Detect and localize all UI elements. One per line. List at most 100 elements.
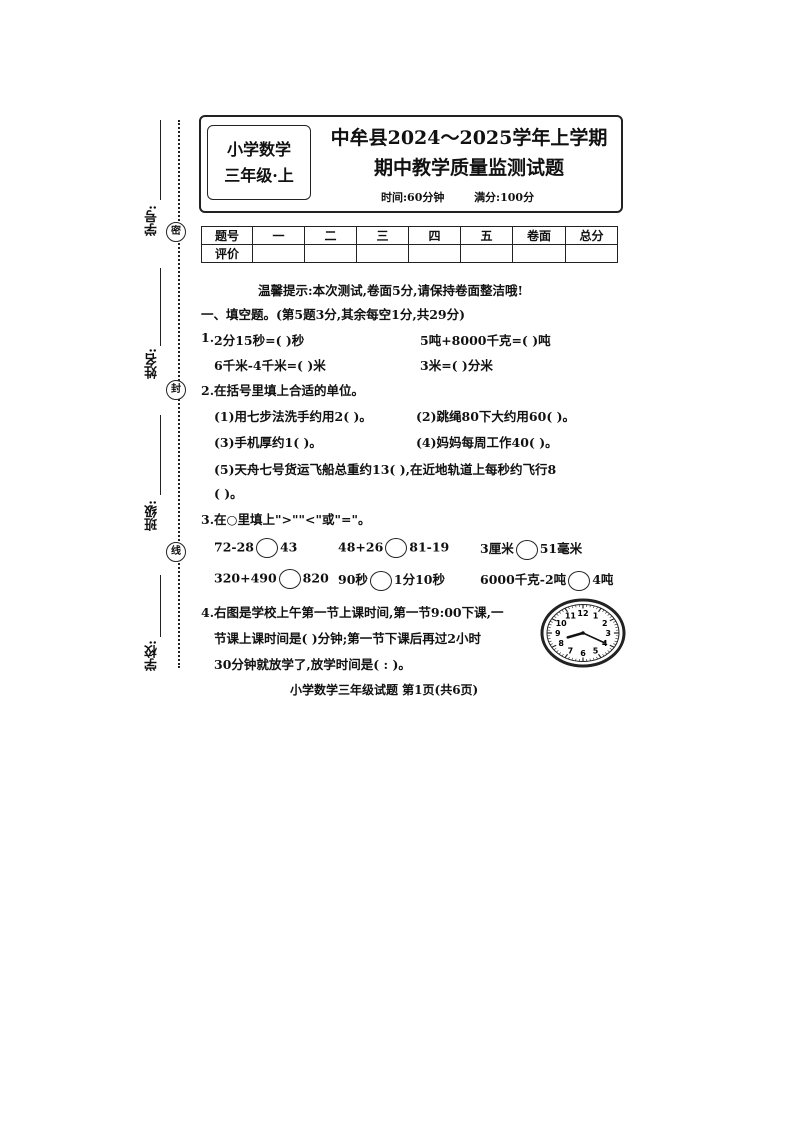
q2-item-4: (4)妈妈每周工作40( )。 — [416, 435, 558, 450]
clock-hour-hand — [566, 631, 585, 639]
q1-item-d: 3米=( )分米 — [420, 358, 493, 373]
q3-right: 4吨 — [592, 572, 614, 587]
clock-tick — [548, 640, 552, 643]
clock-tick — [551, 644, 557, 648]
clock-tick — [607, 613, 610, 616]
q3-right: 1分10秒 — [393, 572, 445, 587]
clock-tick — [609, 615, 613, 618]
q3-left: 48+26 — [338, 539, 384, 555]
clock-tick — [558, 611, 562, 614]
warm-tip: 温馨提示:本次测试,卷面5分,请保持卷面整洁哦! — [258, 283, 524, 298]
clock-tick — [575, 605, 577, 608]
compare-circle[interactable] — [515, 539, 538, 560]
score-cell-blank[interactable] — [252, 244, 305, 263]
q3-left: 3厘米 — [480, 541, 514, 556]
clock-tick — [558, 652, 562, 655]
clock-numeral: 9 — [555, 629, 561, 638]
name-label: 姓名: — [145, 348, 160, 379]
clock-tick — [568, 606, 570, 610]
exam-time: 时间:60分钟 — [381, 191, 445, 204]
exam-title-line1: 中牟县2024～2025学年上学期 — [330, 127, 608, 149]
clock-tick — [548, 623, 552, 626]
q3-right: 81-19 — [409, 539, 450, 555]
clock-numeral: 8 — [558, 639, 564, 648]
student-number-line — [160, 120, 161, 200]
clock-tick — [553, 615, 557, 618]
clock-tick — [589, 658, 591, 661]
clock-tick — [561, 609, 564, 612]
q3-right: 51毫米 — [539, 541, 583, 556]
q1-item-b: 5吨+8000千克=( )吨 — [420, 333, 551, 348]
compare-circle[interactable] — [385, 538, 408, 558]
q2-item-1: (1)用七步法洗手约用2( )。 — [214, 409, 372, 424]
q2-heading: 2.在括号里填上合适的单位。 — [201, 383, 365, 398]
clock-tick — [556, 650, 559, 653]
score-table-header-row: 题号 一 二 三 四 五 卷面 总分 — [201, 226, 618, 245]
score-cell-blank[interactable] — [408, 244, 461, 263]
clock-tick — [614, 623, 618, 626]
score-cell-blank[interactable] — [460, 244, 513, 263]
clock-tick — [602, 609, 605, 612]
q4-line1: 4.右图是学校上午第一节上课时间,第一节9:00下课,一 — [201, 605, 504, 620]
clock-tick — [551, 618, 557, 622]
score-table-cell: 五 — [460, 226, 513, 245]
clock-tick — [604, 611, 608, 614]
q4-line2: 节课上课时间是( )分钟;第一节下课后再过2小时 — [214, 631, 481, 646]
q2-item-5a: (5)天舟七号货运飞船总重约13( ),在近地轨道上每秒约飞行8 — [214, 462, 557, 477]
clock-numeral: 7 — [568, 646, 574, 655]
clock-numeral: 12 — [577, 609, 588, 618]
q4-line3: 30分钟就放学了,放学时间是( : )。 — [214, 657, 411, 672]
school-line — [160, 575, 161, 637]
clock-tick — [596, 606, 598, 610]
seal-xian: 线 — [166, 542, 186, 562]
class-line — [160, 415, 161, 495]
score-cell-blank[interactable] — [356, 244, 409, 263]
score-cell-blank[interactable] — [304, 244, 357, 263]
subject-name: 小学数学 — [226, 140, 291, 159]
compare-circle[interactable] — [278, 569, 301, 589]
q2-item-5b: ( )。 — [214, 486, 243, 501]
clock-tick — [607, 650, 610, 653]
score-cell-blank[interactable] — [565, 244, 618, 263]
clock-tick — [553, 648, 557, 651]
compare-circle[interactable] — [568, 570, 591, 591]
clock-tick — [556, 613, 559, 616]
exam-header: 小学数学 三年级·上 中牟县2024～2025学年上学期 期中教学质量监测试题 … — [199, 115, 623, 213]
clock-tick — [589, 605, 591, 608]
q3-left: 6000千克-2吨 — [480, 572, 567, 587]
clock-tick — [564, 653, 569, 659]
clock-tick — [613, 621, 616, 623]
clock-tick — [609, 618, 615, 622]
score-table-cell: 三 — [356, 226, 409, 245]
score-cell-blank[interactable] — [512, 244, 566, 263]
q3-right: 43 — [279, 539, 298, 555]
q2-item-2: (2)跳绳80下大约用60( )。 — [416, 409, 575, 424]
clock-tick — [571, 605, 574, 609]
score-table-cell: 卷面 — [512, 226, 566, 245]
clock-tick — [609, 644, 615, 648]
compare-circle[interactable] — [369, 570, 392, 591]
name-line — [160, 268, 161, 346]
clock-tick — [613, 643, 616, 645]
q2-item-3: (3)手机厚约1( )。 — [214, 435, 322, 450]
clock-icon: 121234567891011 — [540, 598, 626, 668]
score-table: 题号 一 二 三 四 五 卷面 总分 评价 — [201, 226, 618, 263]
school-label: 学校: — [145, 640, 160, 671]
seal-mi: 密 — [166, 222, 186, 242]
grade-name: 三年级·上 — [224, 166, 294, 185]
compare-circle[interactable] — [255, 538, 278, 558]
q1-item-a: 2分15秒=( )秒 — [214, 333, 305, 348]
clock-tick — [609, 648, 613, 651]
seal-feng: 封 — [166, 380, 186, 400]
student-number-label: 学号: — [145, 205, 160, 236]
section1-heading: 一、填空题。(第5题3分,其余每空1分,共29分) — [201, 307, 466, 322]
score-table-cell: 评价 — [201, 244, 253, 263]
q3-left: 320+490 — [214, 570, 277, 586]
clock-tick — [550, 643, 553, 645]
score-table-cell: 题号 — [201, 226, 253, 245]
score-table-cell: 总分 — [565, 226, 618, 245]
clock-tick — [568, 656, 570, 660]
